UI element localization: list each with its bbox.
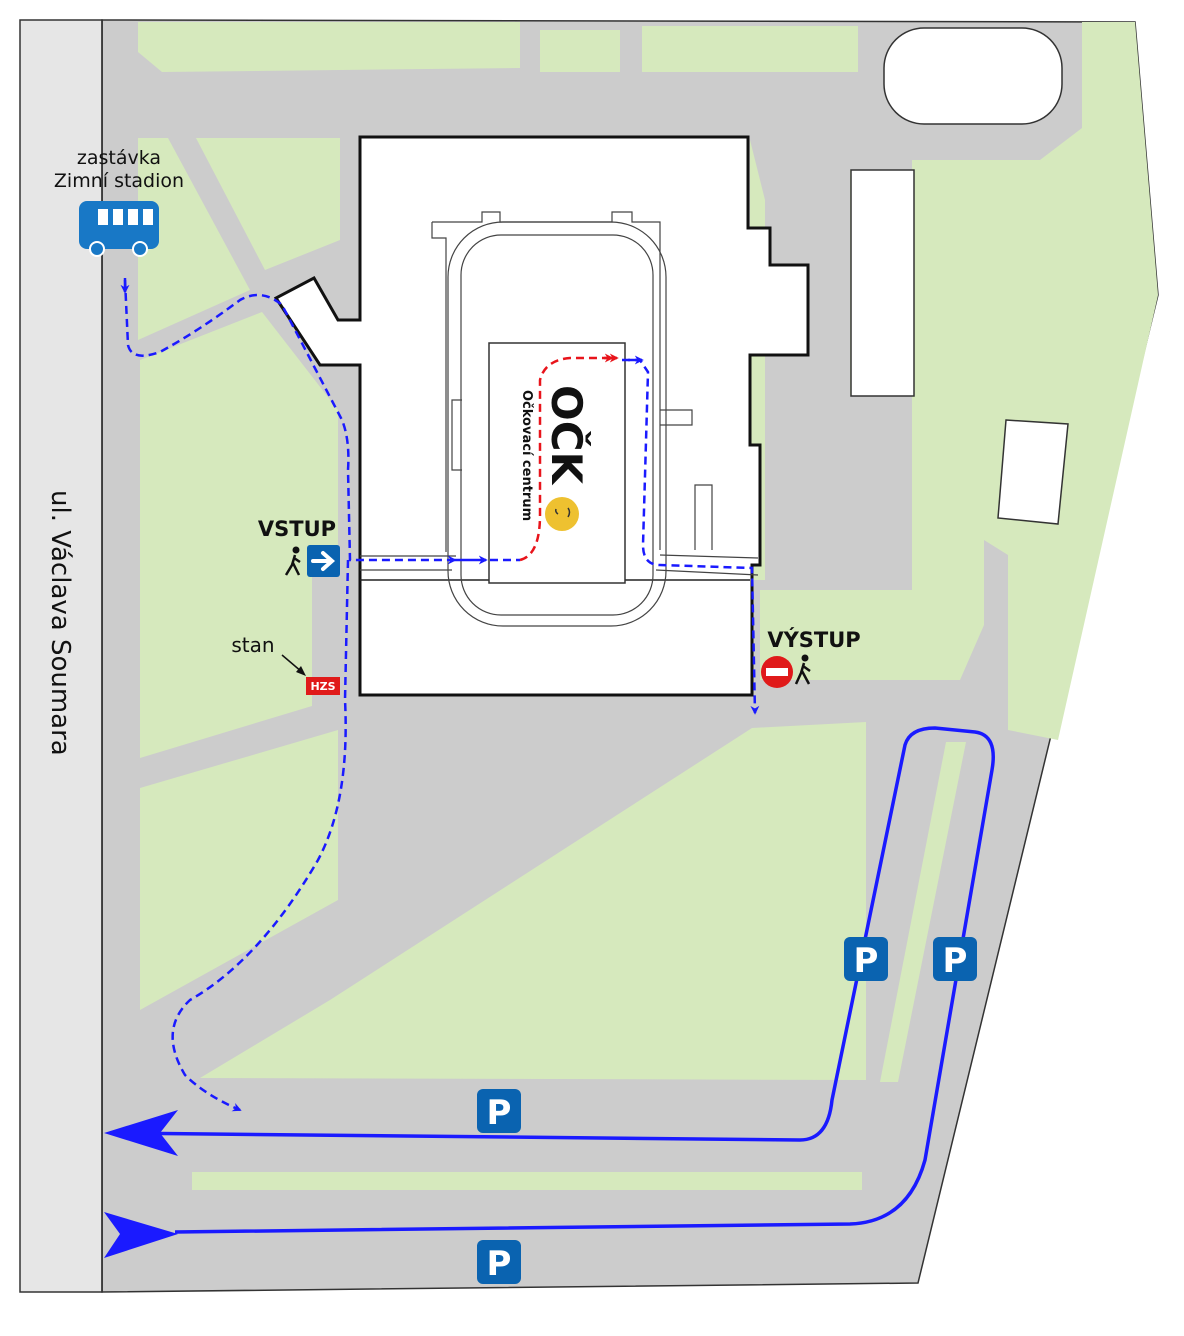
parking-sign: P [933, 937, 977, 981]
entrance-label: VSTUP [258, 517, 336, 541]
entry-arrow-head [104, 1212, 178, 1258]
building-small-2 [997, 419, 1069, 525]
exit-label: VÝSTUP [767, 627, 860, 652]
bus-stop-line1: zastávka [77, 147, 161, 169]
svg-text:P: P [854, 941, 879, 981]
svg-text:P: P [487, 1093, 512, 1133]
tent-label: stan [231, 633, 274, 657]
vaccination-room [488, 342, 626, 584]
parking-sign: P [477, 1089, 521, 1133]
parking-sign: P [477, 1240, 521, 1284]
street-name: ul. Václava Soumara [45, 490, 75, 756]
walking-routes [123, 279, 760, 1112]
svg-text:P: P [487, 1244, 512, 1284]
green-areas [138, 22, 1158, 1190]
hzs-badge [306, 677, 340, 695]
walk-right-arrow-icon [284, 545, 340, 577]
parking-sign: P [844, 937, 888, 981]
stadium-interior [360, 211, 759, 627]
no-entry-walk-icon [761, 654, 811, 688]
smiley-icon [545, 497, 579, 531]
bus-stop-line2: Zimní stadion [54, 170, 184, 192]
building-small-1 [850, 169, 915, 397]
bus-icon [79, 201, 159, 257]
ocko-subtitle: Očkovací centrum [519, 390, 534, 521]
hzs-badge-text: HZS [310, 680, 335, 693]
parking-routes [109, 726, 995, 1234]
svg-text:P: P [943, 941, 968, 981]
tent-pointer-head [296, 666, 306, 676]
sports-field [883, 27, 1063, 125]
ocko-logo: OČK [542, 385, 592, 486]
exit-arrow-head [104, 1110, 178, 1156]
